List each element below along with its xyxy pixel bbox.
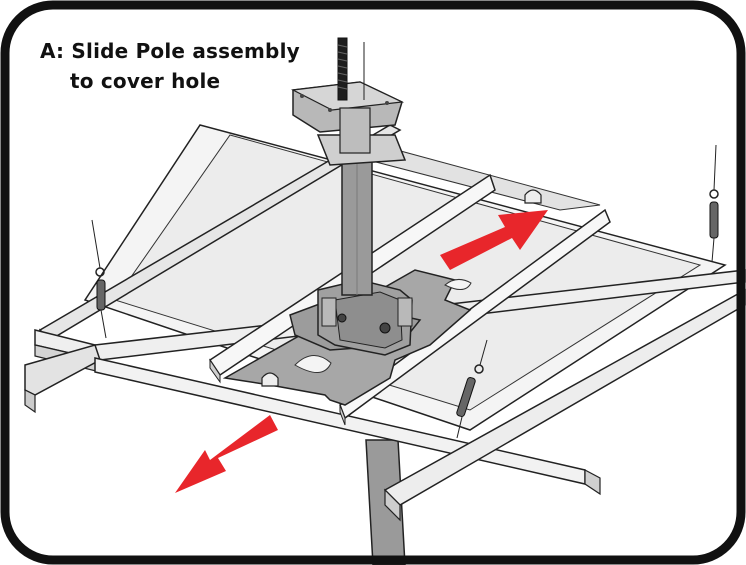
hanger-wire-left — [91, 219, 107, 339]
threaded-rod — [337, 37, 348, 101]
hanger-wire-right — [709, 144, 719, 263]
t-bar-left-end — [24, 344, 101, 396]
hanger-wire-front — [456, 339, 488, 439]
direction-arrow-right — [440, 210, 548, 270]
tray-clip-right — [524, 189, 542, 204]
instruction-line-2: to cover hole — [70, 69, 221, 93]
instruction-caption: A: Slide Pole assembly to cover hole — [40, 36, 300, 96]
tray-clip-left — [261, 372, 279, 387]
direction-arrow-left — [175, 415, 278, 493]
instruction-line-1: A: Slide Pole assembly — [40, 39, 300, 63]
pole-clamp — [317, 279, 413, 356]
